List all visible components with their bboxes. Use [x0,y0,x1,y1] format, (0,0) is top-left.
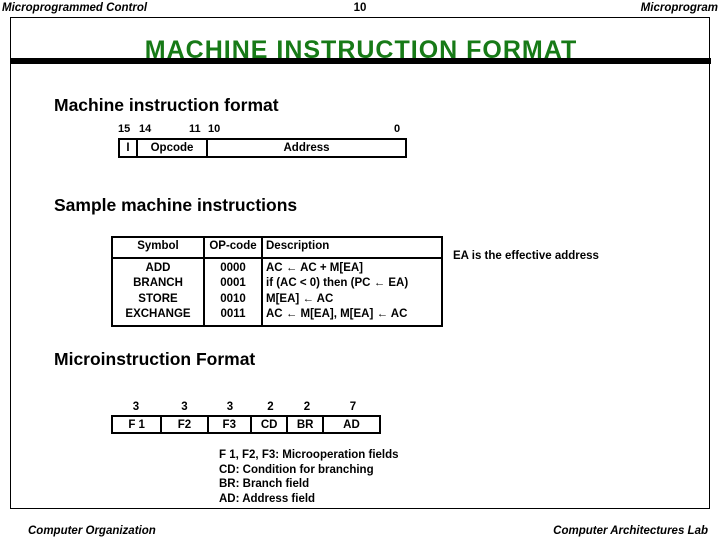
legend-line: AD: Address field [219,492,316,505]
microinstruction-bit-width-labels: 3 3 3 2 2 7 [111,401,381,415]
table-row: BRANCH 0001 if (AC < 0) then (PC ← EA) [112,276,442,292]
cell-description: AC ← M[EA], M[EA] ← AC [266,308,408,320]
table-header-row: Symbol OP-code Description [112,237,442,259]
microinstruction-bits-ad: 7 [349,401,357,413]
effective-address-note: EA is the effective address [453,250,599,262]
bit-label-11: 11 [189,123,201,135]
footer-course-label: Computer Organization [28,525,156,537]
cell-opcode: 0000 [204,257,263,276]
microinstruction-field-f3: F3 [209,417,252,432]
bit-label-15: 15 [118,123,131,135]
instruction-bit-labels: 15 14 11 10 0 [108,123,408,137]
cell-description: if (AC < 0) then (PC ← EA) [266,277,409,289]
slide-frame: MACHINE INSTRUCTION FORMAT Machine instr… [10,17,711,509]
footer-lab-label: Computer Architectures Lab [553,525,708,537]
microinstruction-bits-br: 2 [303,401,311,413]
slide-header: Microprogrammed Control 10 Microprogram [0,0,720,17]
cell-description: M[EA] ← AC [266,292,334,305]
legend-line: CD: Condition for branching [219,463,374,476]
header-topic-label: Microprogram [640,2,718,14]
header-course-label: Microprogrammed Control [2,2,148,14]
microinstruction-field-ad: AD [343,418,360,431]
column-header-opcode: OP-code [204,237,263,259]
microinstruction-field-cd: CD [252,417,289,432]
microinstruction-field-f1: F 1 [113,417,163,432]
column-header-symbol: Symbol [112,237,205,259]
microinstruction-bits-f2: 3 [181,401,188,413]
legend-line: F 1, F2, F3: Microoperation fields [219,449,399,461]
legend-line: BR: Branch field [219,478,310,490]
cell-symbol: EXCHANGE [112,307,205,326]
cell-symbol: BRANCH [112,276,205,292]
cell-description: AC ← AC + M[EA] [266,261,364,274]
bit-label-10: 10 [208,123,221,135]
table-row: STORE 0010 M[EA] ← AC [112,291,442,307]
cell-opcode: 0011 [204,307,263,326]
header-page-number: 10 [353,2,367,14]
instruction-field-opcode: Opcode [138,140,208,156]
sample-instructions-table: Symbol OP-code Description ADD 0000 AC ←… [111,236,443,327]
section-heading-sample-instructions: Sample machine instructions [54,195,298,215]
table-row: EXCHANGE 0011 AC ← M[EA], M[EA] ← AC [112,307,442,326]
microinstruction-bits-cd: 2 [267,401,274,413]
section-heading-microinstruction-format: Microinstruction Format [54,349,256,369]
machine-instruction-format-diagram: I Opcode Address [118,138,407,158]
section-heading-machine-format: Machine instruction format [54,95,279,115]
microinstruction-field-f2: F2 [162,417,209,432]
cell-symbol: STORE [112,291,205,307]
bit-label-0: 0 [394,123,401,135]
cell-opcode: 0001 [204,276,263,292]
table-row: ADD 0000 AC ← AC + M[EA] [112,257,442,276]
instruction-field-address: Address [283,142,330,154]
instruction-field-indirect: I [120,140,138,156]
microinstruction-bits-f3: 3 [226,401,234,413]
bit-label-14: 14 [139,123,152,135]
column-header-description: Description [262,237,442,259]
microinstruction-field-br: BR [288,417,324,432]
cell-opcode: 0010 [204,291,263,307]
title-divider-rule [11,58,711,64]
microinstruction-bits-f1: 3 [132,401,140,413]
cell-symbol: ADD [112,257,205,276]
